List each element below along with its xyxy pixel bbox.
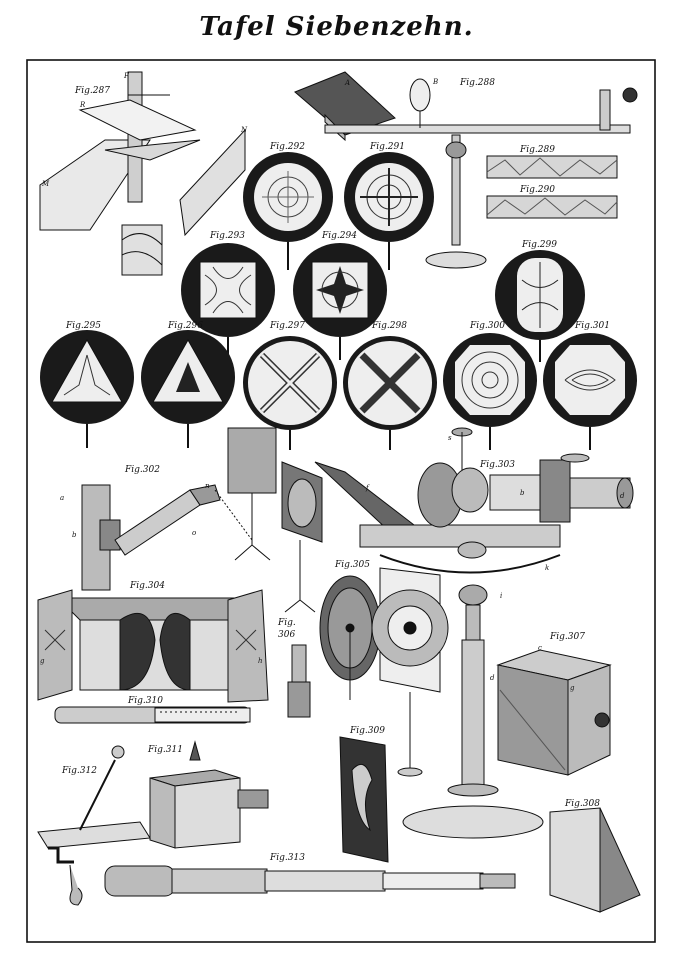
fig-300-disc [443,333,537,450]
letter-g: g [40,657,45,665]
plate-frame [26,59,656,943]
letter-F: F [123,72,130,80]
fig-297-disc [243,336,337,450]
fig-303-label: Fig.303 [479,460,515,470]
letter-N: N [240,126,248,134]
fig-306-label-b: 306 [278,630,295,640]
fig-297-label: Fig.297 [269,321,305,331]
letter-g2: g [570,684,575,692]
fig-296-label: Fig.296 [167,321,203,331]
fig-310-apparatus [54,706,251,724]
letter-R: R [79,101,86,109]
fig-309-apparatus [339,736,389,863]
letter-h: h [258,657,263,665]
fig-293-disc [181,243,275,360]
fig-305-apparatus [319,567,449,777]
letter-f: f [365,484,370,492]
fig-301-disc [543,333,637,450]
fig-299-label: Fig.299 [521,240,557,250]
fig-305-label: Fig.305 [334,560,370,570]
fig-292-disc [243,152,333,270]
fig-290-strip [486,195,618,219]
central-stand [402,584,544,839]
projection-screen [281,461,323,613]
letter-B: B [432,78,438,86]
letter-i: i [500,592,502,600]
letter-d: d [620,492,625,500]
letter-a: a [60,494,64,502]
fig-307-apparatus [496,649,612,776]
fig-307-label: Fig.307 [549,632,585,642]
fig-302-label: Fig.302 [124,465,160,475]
fig-313-apparatus [104,865,516,897]
letter-n: n [205,482,210,490]
fig-300-label: Fig.300 [469,321,505,331]
fig-310-label: Fig.310 [127,696,163,706]
letter-d2: d [490,674,495,682]
fig-291-disc [344,152,434,270]
fig-313-label: Fig.313 [269,853,305,863]
fig-304-label: Fig.304 [129,581,165,591]
fig-294-disc [293,243,387,360]
letter-b2: b [520,489,525,497]
fig-296-disc [141,330,235,448]
fig-287-label: Fig.287 [74,86,110,96]
fig-301-label: Fig.301 [574,321,610,331]
fig-287-apparatus [39,71,246,276]
letter-o: o [192,529,196,537]
fig-306-label-a: Fig. [277,618,296,628]
fig-288-apparatus [294,71,638,269]
fig-308-label: Fig.308 [564,799,600,809]
fig-303-apparatus [314,427,634,574]
letter-b: b [72,531,77,539]
fig-289-strip [486,155,618,179]
fig-308-apparatus [549,807,641,913]
letter-M: M [41,180,50,188]
letter-A: A [344,79,350,87]
fig-311-apparatus [149,740,269,849]
fig-298-label: Fig.298 [371,321,407,331]
fig-295-disc [40,330,134,448]
fig-304-apparatus [37,589,269,703]
fig-295-label: Fig.295 [65,321,101,331]
fig-302-apparatus [81,427,277,591]
letter-s: s [448,434,452,442]
fig-299-disc [495,250,585,362]
fig-290-label: Fig.290 [519,185,555,195]
fig-288-label: Fig.288 [459,78,495,88]
fig-293-label: Fig.293 [209,231,245,241]
fig-306-apparatus [287,644,311,718]
fig-289-label: Fig.289 [519,145,555,155]
letter-c: c [538,644,542,652]
fig-312-label: Fig.312 [61,766,97,776]
fig-309-label: Fig.309 [349,726,385,736]
fig-312-apparatus [37,745,151,906]
fig-292-label: Fig.292 [269,142,305,152]
fig-311-label: Fig.311 [147,745,183,755]
fig-294-label: Fig.294 [321,231,357,241]
fig-291-label: Fig.291 [369,142,405,152]
plate-title: Tafel Siebenzehn. [199,12,474,42]
fig-298-disc [343,336,437,450]
letter-k: k [545,564,549,572]
